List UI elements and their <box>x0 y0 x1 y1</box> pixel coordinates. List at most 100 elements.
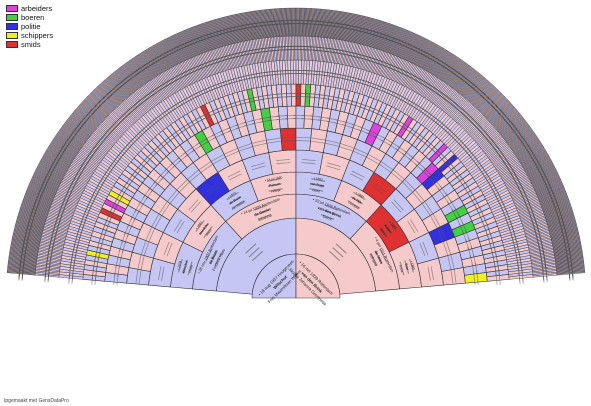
cell-text-line <box>450 255 455 269</box>
cell-text-line <box>224 147 238 155</box>
cell-text-line <box>188 199 199 211</box>
person-cell[interactable] <box>295 105 306 129</box>
cell-text-line <box>325 139 340 144</box>
cell-text-line <box>251 250 264 262</box>
cell-text-line <box>402 181 413 193</box>
cell-text-line <box>518 270 521 285</box>
person-cell[interactable] <box>295 127 313 151</box>
cell-text-line <box>353 191 366 201</box>
cell-text-line <box>252 142 267 147</box>
cell-text-line <box>379 226 389 238</box>
cell-text-line <box>176 179 188 190</box>
person-cell[interactable] <box>290 59 294 85</box>
cell-text-line <box>227 170 241 178</box>
cell-text-line <box>366 156 380 165</box>
cell-text-line <box>322 209 337 216</box>
cell-text-line <box>281 140 296 142</box>
cell-text-line <box>177 258 183 273</box>
cell-text-line <box>158 201 168 214</box>
cell-text-line <box>332 247 344 258</box>
cell-text-line <box>440 227 447 241</box>
person-cell[interactable] <box>295 149 324 175</box>
cell-text-line <box>447 255 452 270</box>
cell-text-line <box>267 140 282 144</box>
cell-text-line <box>161 266 165 281</box>
cell-text-line <box>498 270 501 285</box>
cell-text-line <box>383 223 393 235</box>
cell-text-line <box>415 190 425 202</box>
cell-text-line <box>276 158 291 162</box>
cell-text-line <box>410 219 419 232</box>
cell-text-line <box>151 214 160 227</box>
cell-text-line <box>393 199 404 211</box>
cell-text-line <box>350 196 363 205</box>
cell-text-line <box>182 260 188 274</box>
cell-text-line <box>381 161 394 170</box>
cell-text-line <box>453 269 457 284</box>
cell-text-line <box>187 169 199 180</box>
cell-text-line <box>391 201 402 213</box>
cell-text-line <box>176 220 185 234</box>
cell-text-line <box>189 172 201 182</box>
person-cell[interactable] <box>295 83 302 107</box>
cell-text-line <box>238 143 252 149</box>
cell-text-line <box>231 200 245 209</box>
cell-text-line <box>281 136 296 139</box>
cell-text-line <box>248 247 260 258</box>
cell-text-line <box>187 261 193 276</box>
cell-text-line <box>476 270 479 285</box>
cell-text-line <box>203 226 213 238</box>
person-cell[interactable] <box>268 149 297 175</box>
person-cell[interactable] <box>290 83 297 107</box>
cell-text-line <box>301 158 316 162</box>
cell-text-line <box>473 271 476 286</box>
cell-text-line <box>328 250 341 262</box>
person-cell[interactable] <box>294 35 297 61</box>
cell-text-line <box>437 228 444 242</box>
cell-text-line <box>309 188 324 192</box>
person-cell[interactable] <box>279 127 297 151</box>
cell-text-line <box>442 241 449 256</box>
cell-text-line <box>140 240 147 255</box>
cell-text-line <box>190 201 201 213</box>
cell-text-line <box>148 228 155 242</box>
cell-text-line <box>226 191 239 201</box>
cell-text-line <box>340 143 354 149</box>
person-cell[interactable] <box>293 59 297 85</box>
cell-text-line <box>350 173 363 181</box>
cell-text-line <box>229 173 242 181</box>
cell-text-line <box>239 146 253 152</box>
cell-text-line <box>212 156 226 165</box>
person-cell[interactable] <box>285 83 292 107</box>
cell-text-line <box>326 165 341 171</box>
cell-text-line <box>379 164 392 173</box>
cell-text-line <box>140 255 145 270</box>
cell-text-line <box>373 183 386 193</box>
person-cell[interactable] <box>286 105 297 129</box>
cell-text-line <box>372 185 384 195</box>
cell-text-line <box>324 204 338 211</box>
cell-text-line <box>404 179 416 190</box>
cell-text-line <box>199 223 209 235</box>
cell-text-line <box>409 258 415 273</box>
cell-text-line <box>311 137 326 141</box>
cell-text-line <box>379 248 387 262</box>
cell-text-line <box>353 150 367 158</box>
cell-text-line <box>432 214 441 227</box>
cell-text-line <box>266 137 281 141</box>
cell-text-line <box>412 192 423 204</box>
cell-text-line <box>268 188 283 192</box>
cell-text-line <box>200 164 213 173</box>
cell-text-line <box>166 242 173 257</box>
cell-text-line <box>310 140 325 144</box>
cell-text-line <box>335 243 347 254</box>
person-cell[interactable] <box>277 105 289 130</box>
cell-text-line <box>214 252 222 267</box>
cell-text-line <box>430 215 438 229</box>
cell-text-line <box>419 242 426 257</box>
cell-text-line <box>427 266 431 281</box>
cell-text-line <box>251 162 265 168</box>
cell-text-line <box>163 241 170 256</box>
cell-text-line <box>391 172 403 182</box>
